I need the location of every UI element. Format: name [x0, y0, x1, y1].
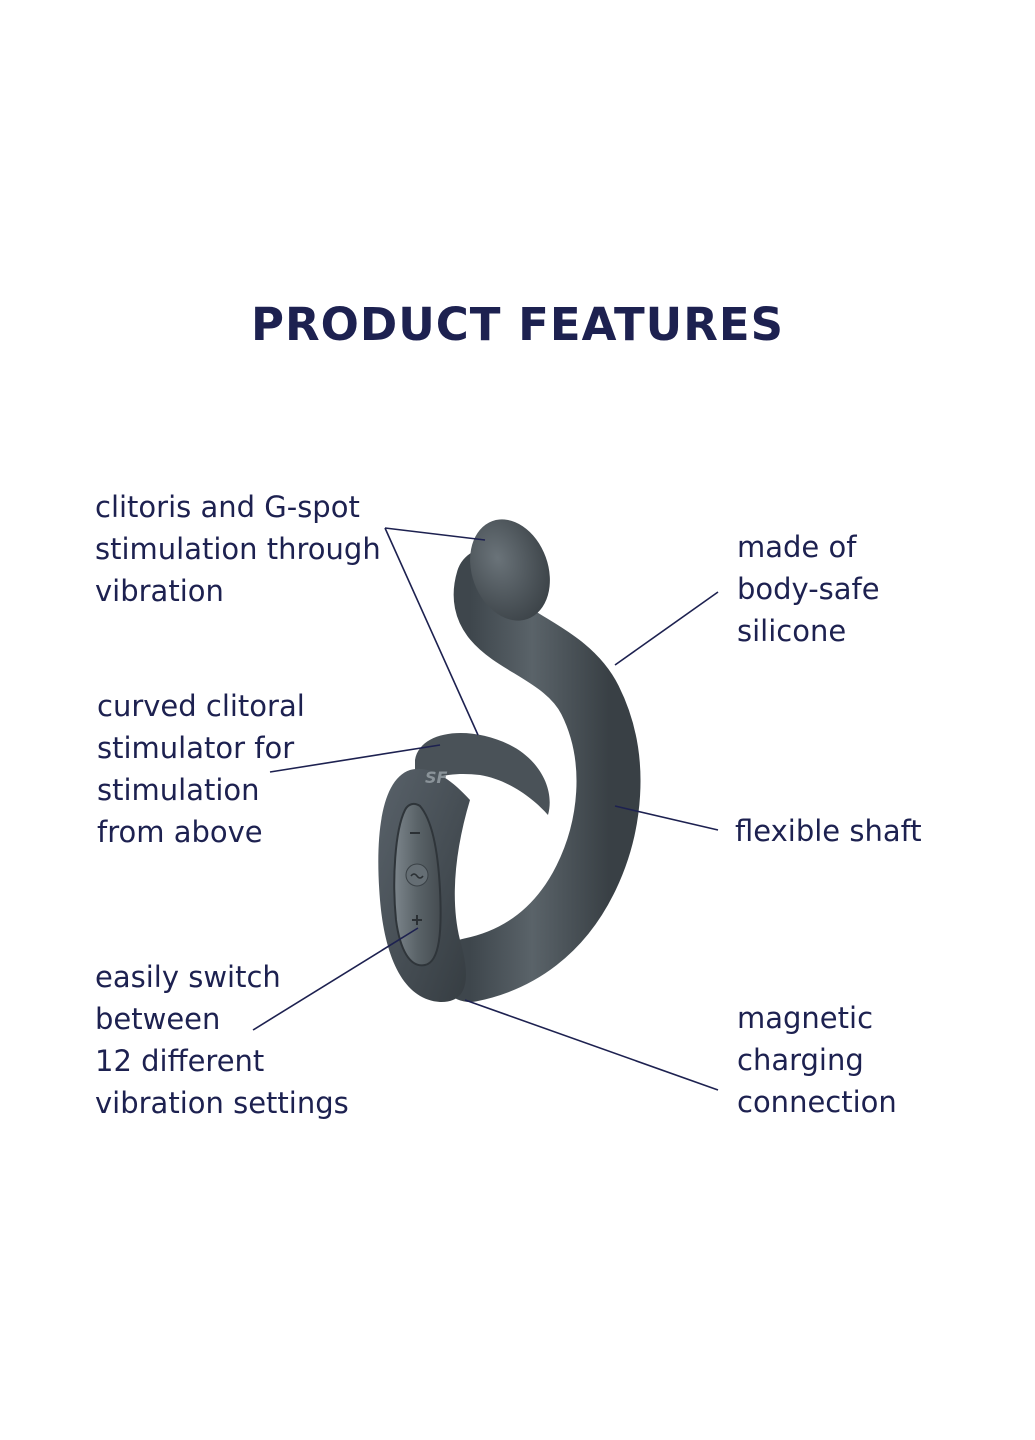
product-clitoral-arm: [415, 733, 550, 815]
feature-line: from above: [97, 815, 263, 849]
feature-line: stimulation through: [95, 532, 381, 566]
feature-line: magnetic: [737, 1001, 874, 1035]
plus-icon: [412, 915, 422, 925]
feature-line: stimulation: [97, 773, 260, 807]
feature-label-curved-stimulator: curved clitoral stimulator for stimulati…: [97, 685, 305, 853]
feature-line: silicone: [737, 614, 847, 648]
feature-line: body-safe: [737, 572, 880, 606]
feature-label-switch-settings: easily switch between 12 different vibra…: [95, 956, 349, 1124]
svg-text:SF: SF: [425, 768, 448, 787]
feature-label-magnetic-charging: magnetic charging connection: [737, 997, 897, 1123]
leader-line-silicone: [614, 591, 719, 666]
feature-line: flexible shaft: [735, 814, 922, 848]
page-title: PRODUCT FEATURES: [250, 298, 785, 351]
product-logo-icon: SF: [425, 768, 448, 787]
leader-line-clitoris-gspot-a: [384, 527, 486, 541]
leader-line-curved-stimulator: [269, 744, 441, 773]
feature-line: vibration: [95, 574, 224, 608]
leader-line-flexible-shaft: [614, 805, 719, 831]
feature-line: curved clitoral: [97, 689, 305, 723]
feature-line: vibration settings: [95, 1086, 349, 1120]
feature-label-silicone: made of body-safe silicone: [737, 526, 880, 652]
product-shaft: [438, 548, 641, 1002]
feature-line: stimulator for: [97, 731, 295, 765]
feature-label-clitoris-gspot: clitoris and G-spot stimulation through …: [95, 486, 381, 612]
feature-line: connection: [737, 1085, 897, 1119]
leader-line-magnetic-charging: [464, 999, 719, 1091]
feature-label-flexible-shaft: flexible shaft: [735, 810, 922, 852]
leader-line-switch-settings: [252, 927, 419, 1031]
feature-line: made of: [737, 530, 857, 564]
leader-line-clitoris-gspot-b: [384, 527, 479, 736]
feature-line: clitoris and G-spot: [95, 490, 360, 524]
feature-line: 12 different: [95, 1044, 265, 1078]
feature-line: charging: [737, 1043, 864, 1077]
product-tip: [470, 519, 550, 621]
feature-line: between: [95, 1002, 221, 1036]
feature-line: easily switch: [95, 960, 281, 994]
wave-icon: [405, 863, 429, 887]
